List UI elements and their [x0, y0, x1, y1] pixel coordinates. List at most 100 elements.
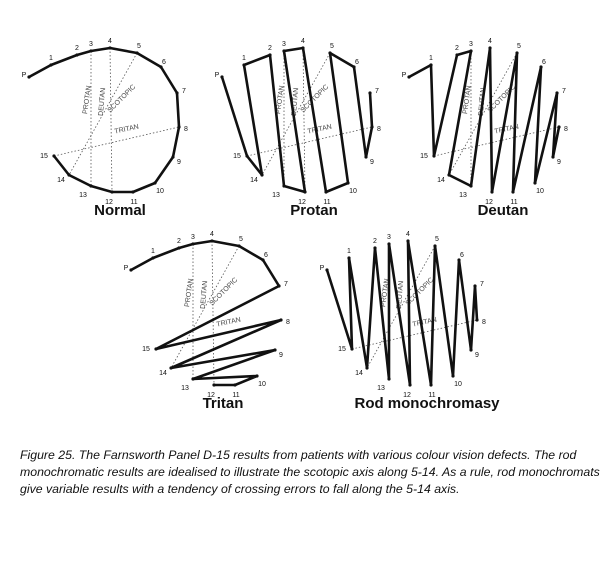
cap-label-10: 10	[156, 188, 164, 195]
cap-label-9: 9	[177, 159, 181, 166]
cap-marker-2	[268, 53, 272, 57]
cap-label-14: 14	[159, 370, 167, 377]
cap-marker-4	[108, 46, 112, 50]
tritan-axis-label: TRITAN	[114, 124, 140, 136]
cap-marker-9	[551, 155, 555, 159]
cap-marker-9	[273, 348, 277, 352]
cap-label-6: 6	[355, 59, 359, 66]
cap-label-14: 14	[250, 177, 258, 184]
cap-label-14: 14	[57, 177, 65, 184]
cap-marker-5	[328, 51, 332, 55]
cap-label-3: 3	[89, 41, 93, 48]
deutan-axis-line	[302, 47, 306, 193]
cap-label-13: 13	[459, 192, 467, 199]
cap-marker-14	[365, 366, 369, 370]
tritan-axis-line	[433, 126, 560, 157]
cap-label-5: 5	[239, 236, 243, 243]
scotopic-axis-line	[366, 245, 436, 369]
cap-label-4: 4	[108, 38, 112, 45]
protan-axis-label: PROTAN	[380, 278, 391, 307]
cap-marker-10	[346, 181, 350, 185]
deutan-axis-label: DEUTAN	[396, 280, 405, 309]
cap-label-2: 2	[75, 45, 79, 52]
cap-marker-14	[260, 173, 264, 177]
cap-label-8: 8	[184, 126, 188, 133]
cap-label-1: 1	[429, 55, 433, 62]
cap-marker-1	[242, 63, 246, 67]
cap-marker-15	[432, 154, 436, 158]
cap-marker-10	[533, 181, 537, 185]
cap-marker-11	[324, 190, 328, 194]
cap-label-6: 6	[460, 252, 464, 259]
cap-label-15: 15	[338, 346, 346, 353]
cap-label-5: 5	[435, 236, 439, 243]
cap-label-5: 5	[517, 43, 521, 50]
cap-marker-14	[169, 366, 173, 370]
cap-label-7: 7	[562, 88, 566, 95]
cap-sequence-trace	[407, 46, 561, 194]
cap-marker-13	[469, 184, 473, 188]
cap-marker-p	[325, 268, 329, 272]
cap-marker-8	[475, 318, 479, 322]
cap-label-2: 2	[373, 238, 377, 245]
cap-sequence-trace	[129, 239, 283, 387]
cap-marker-7	[277, 284, 281, 288]
cap-label-4: 4	[406, 231, 410, 238]
cap-label-11: 11	[323, 199, 330, 206]
cap-marker-7	[175, 91, 179, 95]
cap-marker-12	[408, 383, 412, 387]
cap-marker-4	[301, 46, 305, 50]
cap-marker-6	[539, 65, 543, 69]
cap-label-2: 2	[268, 45, 272, 52]
cap-marker-12	[490, 190, 494, 194]
cap-label-13: 13	[377, 385, 385, 392]
cap-label-1: 1	[49, 55, 53, 62]
cap-marker-13	[282, 184, 286, 188]
cap-label-14: 14	[437, 177, 445, 184]
cap-label-3: 3	[282, 41, 286, 48]
cap-marker-2	[75, 53, 79, 57]
panel-title-rod-monochromasy: Rod monochromasy	[354, 395, 500, 412]
cap-label-10: 10	[258, 381, 266, 388]
tritan-axis-line	[351, 319, 478, 350]
cap-marker-p	[129, 268, 133, 272]
cap-label-5: 5	[330, 43, 334, 50]
cap-marker-11	[429, 383, 433, 387]
cap-marker-15	[52, 154, 56, 158]
cap-marker-p	[27, 75, 31, 79]
panel-title-tritan: Tritan	[203, 395, 244, 412]
cap-label-10: 10	[536, 188, 544, 195]
cap-marker-8	[370, 125, 374, 129]
deutan-axis-label: DEUTAN	[98, 87, 107, 116]
tritan-axis-line	[246, 126, 373, 157]
tritan-axis-label: TRITAN	[216, 317, 242, 329]
cap-label-13: 13	[272, 192, 280, 199]
cap-label-p: P	[320, 265, 325, 272]
cap-marker-15	[154, 347, 158, 351]
cap-label-12: 12	[105, 199, 113, 206]
cap-marker-6	[261, 258, 265, 262]
cap-marker-11	[131, 190, 135, 194]
cap-marker-11	[233, 383, 237, 387]
cap-marker-5	[237, 244, 241, 248]
tritan-axis-label: TRITAN	[307, 124, 333, 136]
cap-marker-5	[433, 244, 437, 248]
cap-label-14: 14	[355, 370, 363, 377]
cap-label-10: 10	[349, 188, 357, 195]
cap-label-9: 9	[370, 159, 374, 166]
cap-marker-15	[245, 154, 249, 158]
cap-marker-8	[557, 125, 561, 129]
cap-marker-3	[387, 242, 391, 246]
cap-label-4: 4	[488, 38, 492, 45]
cap-label-8: 8	[286, 319, 290, 326]
cap-marker-3	[191, 242, 195, 246]
panel-title-deutan: Deutan	[478, 202, 529, 219]
cap-marker-1	[347, 256, 351, 260]
cap-label-p: P	[402, 72, 407, 79]
cap-label-7: 7	[182, 88, 186, 95]
cap-marker-7	[555, 91, 559, 95]
cap-label-12: 12	[485, 199, 493, 206]
